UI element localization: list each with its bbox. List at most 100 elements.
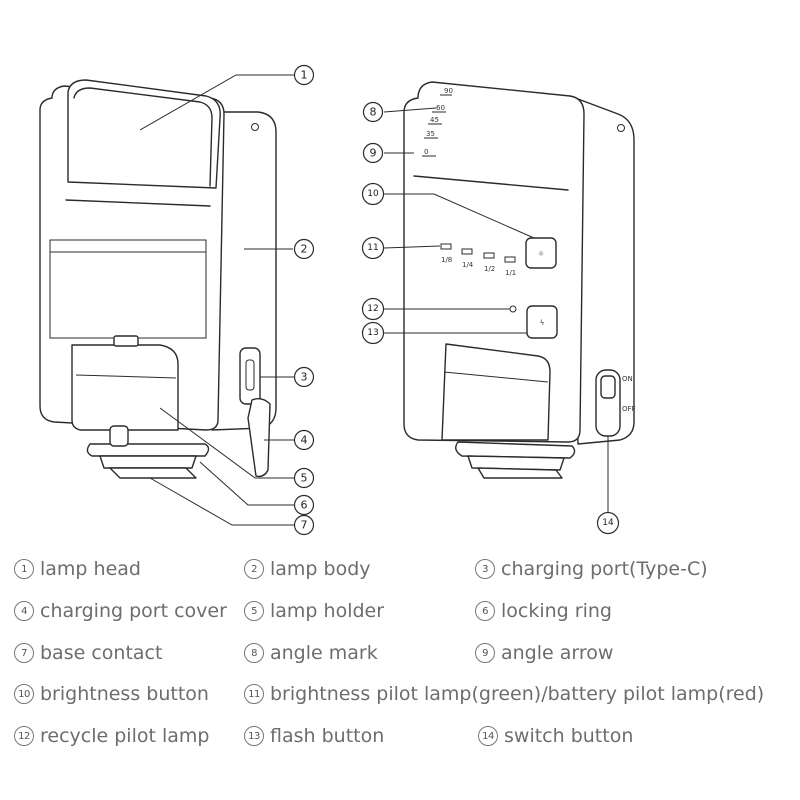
lamp-holder-line	[75, 374, 177, 379]
legend-item-lamp-head: 1 lamp head	[14, 558, 141, 580]
legend: 1 lamp head 2 lamp body 3 charging port(…	[0, 552, 800, 792]
callout-12: 12	[367, 304, 378, 314]
legend-item-locking-ring: 6 locking ring	[475, 600, 612, 622]
front-view	[39, 79, 277, 479]
base-contact	[109, 467, 197, 479]
legend-text: lamp body	[270, 558, 371, 580]
legend-number: 2	[244, 559, 264, 579]
angle-marks: 90 60 45 35 0	[422, 87, 453, 157]
legend-number: 5	[244, 601, 264, 621]
callout-12-circle	[361, 297, 385, 321]
legend-item-base-contact: 7 base contact	[14, 642, 162, 664]
angle-mark-60: 60	[436, 104, 445, 112]
callout-14: 14	[602, 518, 614, 528]
legend-text: locking ring	[501, 600, 612, 622]
leader-5	[159, 407, 294, 479]
legend-text: lamp head	[40, 558, 141, 580]
legend-number: 7	[14, 643, 34, 663]
callout-7-circle	[293, 514, 315, 536]
legend-item-angle-arrow: 9 angle arrow	[475, 642, 613, 664]
callout-8: 8	[370, 106, 377, 119]
lamp-head-inner	[73, 87, 213, 187]
led-1-1	[504, 256, 516, 263]
back-locking-ring	[455, 441, 576, 459]
leader-1	[139, 74, 294, 131]
legend-number: 14	[478, 726, 498, 746]
legend-number: 13	[244, 726, 264, 746]
angle-mark-90: 90	[444, 87, 453, 95]
legend-item-lamp-holder: 5 lamp holder	[244, 600, 384, 622]
brightness-button-glyph: ☼	[538, 250, 544, 258]
legend-text: switch button	[504, 725, 634, 747]
legend-text: lamp holder	[270, 600, 385, 622]
back-screw-mark	[617, 124, 625, 132]
legend-text: charging port(Type-C)	[501, 558, 708, 580]
legend-item-charging-port-cover: 4 charging port cover	[14, 600, 227, 622]
angle-mark-0: 0	[424, 148, 428, 156]
callout-5-circle	[293, 467, 315, 489]
callout-14-circle	[596, 511, 620, 535]
callout-4-circle	[293, 429, 315, 451]
back-holder-line	[443, 371, 549, 383]
callout-4: 4	[301, 434, 308, 447]
led-1-2	[483, 252, 495, 259]
led-label-1-8: 1/8	[441, 256, 452, 264]
callout-3-circle	[293, 366, 315, 388]
legend-number: 4	[14, 601, 34, 621]
led-label-1-1: 1/1	[505, 269, 516, 277]
back-head-seam	[413, 175, 569, 191]
callout-6-circle	[293, 494, 315, 516]
legend-item-switch-button: 14 switch button	[478, 725, 633, 747]
callout-1: 1	[301, 69, 308, 82]
leader-10	[384, 193, 535, 239]
legend-number: 8	[244, 643, 264, 663]
head-seam	[65, 199, 211, 207]
angle-mark-45: 45	[430, 116, 439, 124]
lamp-head	[67, 79, 221, 189]
leader-6	[199, 461, 294, 506]
callout-10-circle	[361, 182, 385, 206]
callout-8-circle	[362, 101, 384, 123]
callout-1-circle	[293, 64, 315, 86]
legend-text: angle arrow	[501, 642, 614, 664]
lock-pin	[109, 425, 129, 447]
legend-number: 1	[14, 559, 34, 579]
leader-11	[383, 245, 441, 249]
legend-number: 10	[14, 684, 34, 704]
leader-lines	[139, 74, 609, 526]
legend-text: charging port cover	[40, 600, 227, 622]
switch-on-label: ON	[622, 375, 633, 383]
legend-number: 6	[475, 601, 495, 621]
legend-number: 9	[475, 643, 495, 663]
charging-port	[239, 347, 261, 405]
callout-9-circle	[362, 142, 384, 164]
switch-knob	[600, 375, 616, 399]
callout-2: 2	[301, 243, 308, 256]
callout-13-circle	[361, 321, 385, 345]
legend-item-flash-button: 13 flash button	[244, 725, 384, 747]
leader-8	[383, 107, 437, 113]
legend-item-pilot-lamp: 11 brightness pilot lamp(green)/battery …	[244, 683, 764, 705]
callout-3: 3	[301, 371, 308, 384]
led-label-1-2: 1/2	[484, 265, 495, 273]
led-1-4	[461, 248, 473, 255]
lamp-holder-tab	[113, 335, 139, 347]
legend-text: recycle pilot lamp	[40, 725, 210, 747]
flash-button	[526, 305, 558, 339]
back-locking-ring-lower	[467, 455, 565, 471]
legend-text: angle mark	[270, 642, 378, 664]
legend-item-recycle-pilot-lamp: 12 recycle pilot lamp	[14, 725, 209, 747]
callouts: 1 2 3 4 5 6 7 8 9 10 11 12 13 14	[293, 64, 620, 536]
led-label-1-4: 1/4	[462, 261, 474, 269]
back-body-side	[569, 95, 635, 445]
charging-port-slot	[245, 359, 255, 391]
legend-text: brightness button	[40, 683, 209, 705]
brightness-button	[525, 237, 557, 269]
locking-ring	[86, 443, 210, 457]
lamp-holder	[71, 344, 179, 431]
locking-ring-lower	[99, 455, 197, 469]
callout-9: 9	[370, 147, 377, 160]
legend-number: 11	[244, 684, 264, 704]
back-view: 90 60 45 35 0 ☼ 1/8 1/4 1/2 1/1 ϟ	[403, 81, 636, 479]
